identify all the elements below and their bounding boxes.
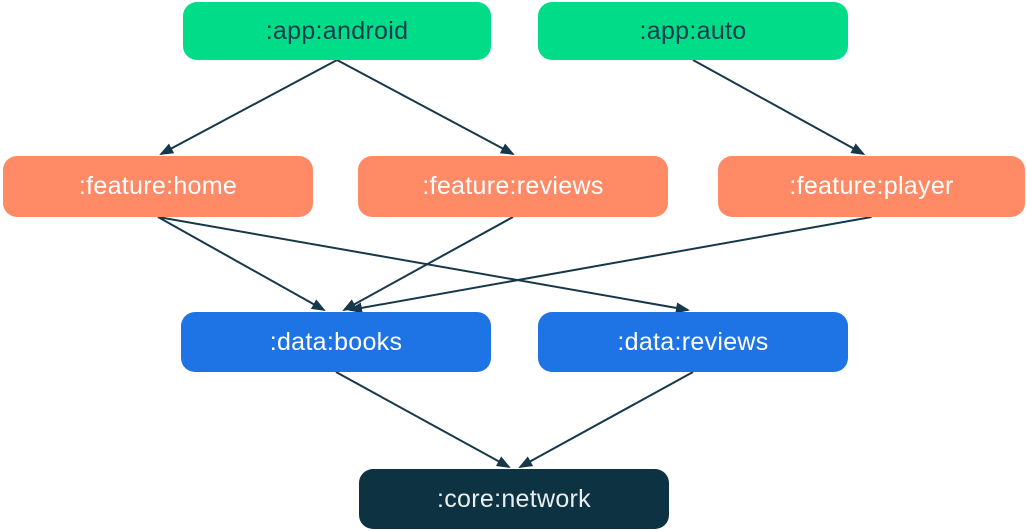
node-label: :app:android	[265, 16, 409, 45]
node-data-books: :data:books	[181, 312, 491, 372]
node-core-network: :core:network	[359, 469, 669, 529]
node-label: :feature:reviews	[422, 172, 604, 200]
node-label: :feature:player	[789, 172, 954, 200]
edge-feature-player-to-data-books	[348, 216, 872, 314]
node-data-reviews: :data:reviews	[538, 312, 848, 372]
edge-feature-home-to-data-books	[157, 216, 326, 311]
edge-feature-home-to-data-reviews	[157, 216, 690, 314]
edge-app-auto-to-feature-player	[692, 59, 866, 155]
edge-data-books-to-core-network	[335, 371, 511, 468]
edge-app-android-to-feature-reviews	[336, 59, 515, 155]
edge-data-reviews-to-core-network	[518, 371, 694, 468]
node-feature-reviews: :feature:reviews	[358, 156, 668, 217]
edge-app-android-to-feature-home	[159, 59, 338, 155]
node-label: :app:auto	[639, 16, 747, 45]
node-app-android: :app:android	[183, 2, 491, 60]
node-app-auto: :app:auto	[538, 2, 848, 60]
node-feature-home: :feature:home	[3, 156, 313, 217]
node-label: :feature:home	[78, 172, 238, 200]
node-label: :core:network	[437, 484, 591, 513]
edge-feature-reviews-to-data-books	[342, 216, 514, 311]
node-label: :data:books	[269, 327, 403, 356]
node-feature-player: :feature:player	[718, 156, 1025, 217]
node-label: :data:reviews	[617, 327, 769, 356]
